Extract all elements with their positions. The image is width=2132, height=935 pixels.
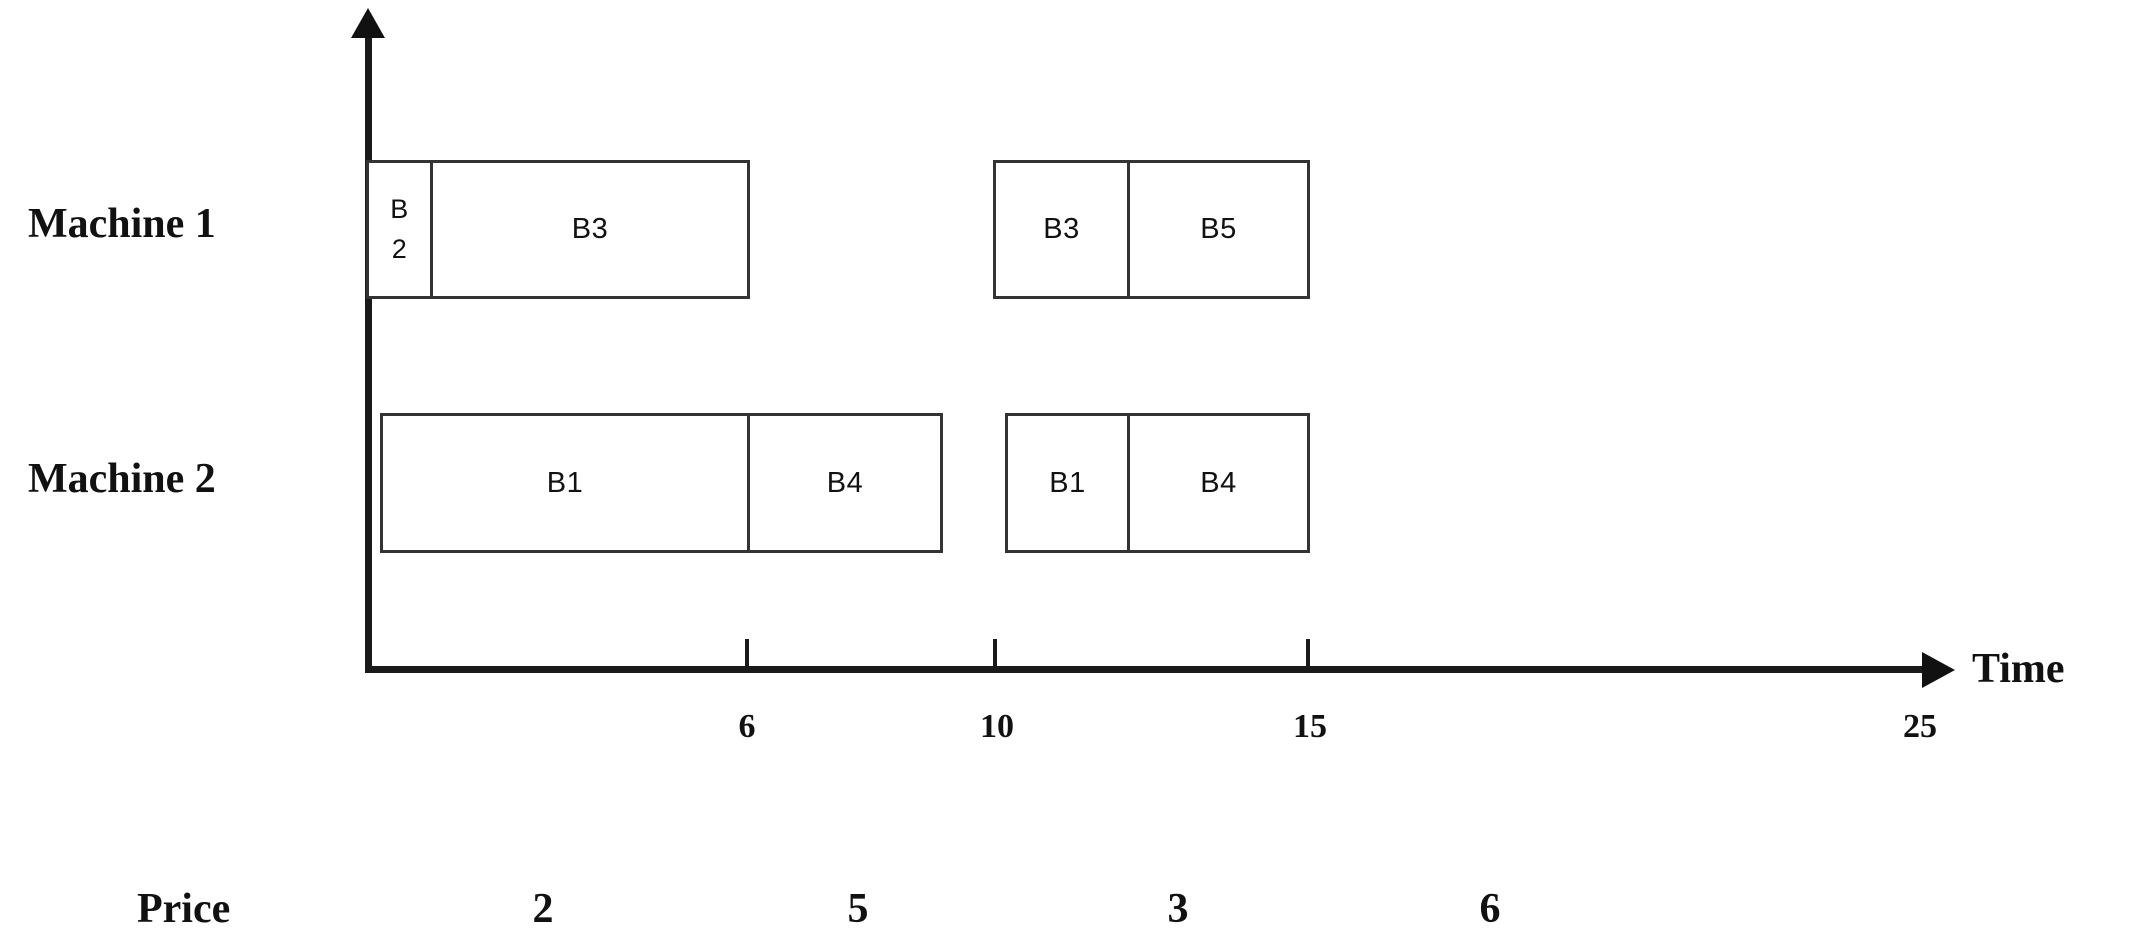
- x-axis-arrow-icon: [1922, 652, 1955, 688]
- gantt-block-label: B3: [1043, 213, 1080, 245]
- gantt-block-label: B1: [546, 466, 584, 499]
- x-tick-mark-10: [993, 639, 997, 667]
- gantt-block-m2-b1-first[interactable]: B1: [380, 413, 750, 553]
- x-tick-label-10: 10: [980, 708, 1014, 745]
- row-label-machine-2: Machine 2: [28, 456, 216, 502]
- x-tick-mark-15: [1306, 639, 1310, 667]
- x-tick-label-15: 15: [1293, 708, 1327, 745]
- y-axis-arrow-icon: [351, 8, 385, 38]
- gantt-block-m2-b4-second[interactable]: B4: [1127, 413, 1310, 553]
- x-axis-title: Time: [1972, 646, 2065, 692]
- gantt-block-m2-b4-first[interactable]: B4: [747, 413, 943, 553]
- gantt-block-label: B 2: [390, 194, 409, 264]
- gantt-block-m1-b5[interactable]: B5: [1127, 160, 1310, 299]
- price-value-2: 5: [847, 886, 869, 932]
- gantt-block-m2-b1-second[interactable]: B1: [1005, 413, 1130, 553]
- x-tick-label-6: 6: [738, 708, 756, 745]
- price-value-3: 3: [1167, 886, 1189, 932]
- gantt-block-label: B1: [1049, 466, 1086, 499]
- gantt-block-label: B4: [1200, 466, 1237, 499]
- gantt-block-label: B5: [1200, 213, 1237, 245]
- row-label-machine-1: Machine 1: [28, 201, 216, 247]
- x-axis-line: [365, 666, 1930, 673]
- price-value-1: 2: [532, 886, 554, 932]
- gantt-block-label: B4: [826, 466, 864, 499]
- y-axis-line: [365, 34, 372, 672]
- gantt-block-m1-b2[interactable]: B 2: [366, 160, 433, 299]
- gantt-block-label: B3: [571, 213, 609, 245]
- gantt-block-m1-b3-second[interactable]: B3: [993, 160, 1130, 299]
- gantt-block-m1-b3-first[interactable]: B3: [430, 160, 750, 299]
- x-tick-mark-6: [745, 639, 749, 667]
- price-value-4: 6: [1479, 886, 1501, 932]
- x-tick-label-25: 25: [1903, 708, 1937, 745]
- price-row-title: Price: [137, 886, 231, 932]
